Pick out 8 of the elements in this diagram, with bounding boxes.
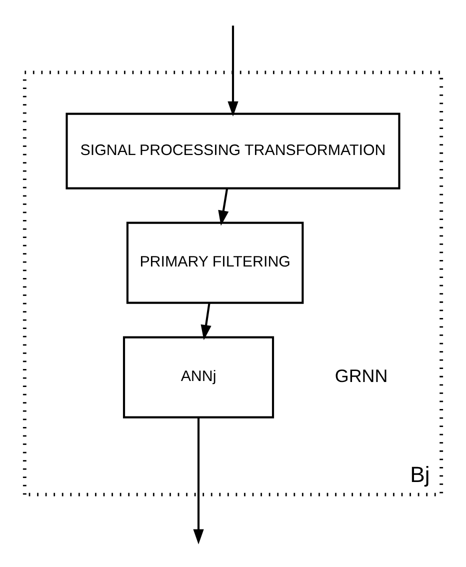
arrow [200,303,212,340]
node-box: SIGNAL PROCESSING TRANSFORMATION [66,112,400,190]
arrow [193,418,204,544]
node-box: PRIMARY FILTERING [126,222,304,304]
arrow [218,188,229,226]
node-label: GRNN [334,366,388,386]
node-box: ANNj [122,336,274,418]
arrow [228,26,238,117]
